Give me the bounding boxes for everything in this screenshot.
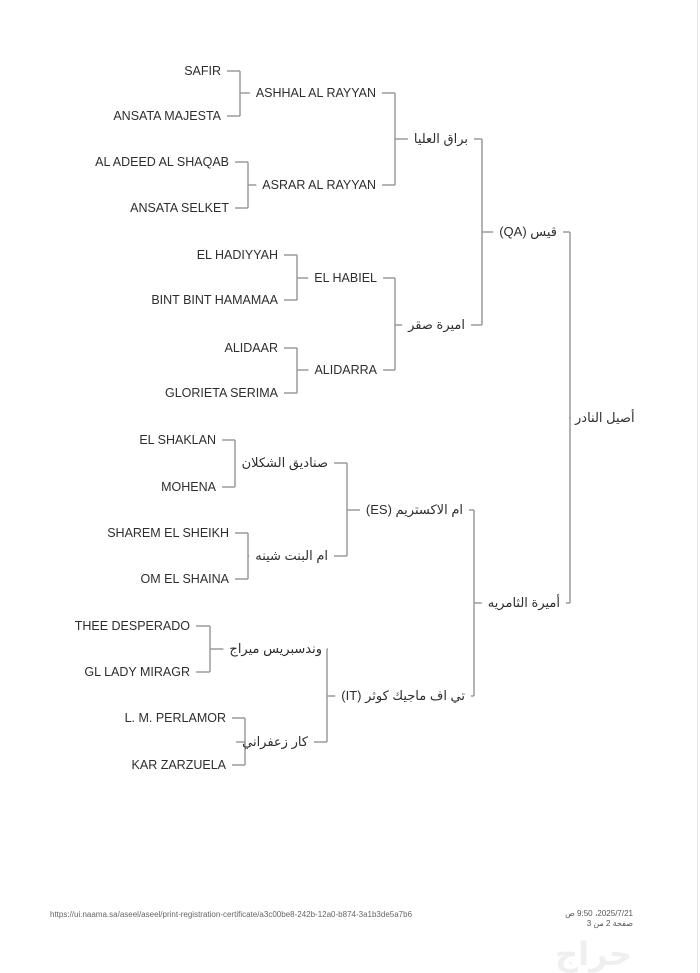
horse-name-gen4-9: MOHENA: [161, 480, 216, 494]
horse-name-gen4-1: ANSATA MAJESTA: [113, 109, 221, 123]
horse-name-gen4-15: KAR ZARZUELA: [131, 758, 226, 772]
horse-name-gen3-3: ALIDARRA: [314, 363, 377, 377]
horse-name-gen4-14: L. M. PERLAMOR: [124, 711, 226, 725]
horse-name-gen2-3: تي اف ماجيك كوثر (IT): [341, 688, 465, 703]
horse-name-gen3-5: ام البنت شينه: [255, 548, 328, 563]
horse-name-gen3-7: كار زعفراني: [242, 734, 308, 749]
horse-name-gen4-3: ANSATA SELKET: [130, 201, 229, 215]
horse-name-gen4-10: SHAREM EL SHEIKH: [107, 526, 229, 540]
horse-name-gen3-6: وندسبريس ميراج: [229, 641, 322, 656]
horse-name-gen4-0: SAFIR: [184, 64, 221, 78]
pedigree-connectors: [196, 70, 571, 766]
horse-name-gen4-6: ALIDAAR: [224, 341, 279, 355]
print-datetime: 2025/7/21، 9:50 ص: [565, 909, 633, 918]
haraj-watermark-logo: حراج: [555, 936, 632, 972]
horse-name-gen4-4: EL HADIYYAH: [196, 248, 278, 262]
horse-name-gen3-1: ASRAR AL RAYYAN: [262, 178, 376, 192]
page-edge: [697, 0, 698, 973]
horse-name-gen4-12: THEE DESPERADO: [74, 619, 190, 633]
horse-name-gen0-0: أصيل النادر: [575, 410, 635, 425]
horse-name-gen3-4: صناديق الشكلان: [241, 455, 328, 470]
pedigree-tree: أصيل النادر قيس (QA) أميرة الثامريه براق ال…: [74, 64, 635, 772]
horse-name-gen3-2: EL HABIEL: [314, 271, 377, 285]
horse-name-gen2-1: اميرة صقر: [408, 317, 465, 332]
horse-name-gen2-2: ام الاكستريم (ES): [365, 502, 463, 517]
horse-name-gen2-0: براق العليا: [413, 131, 468, 146]
horse-name-gen4-11: OM EL SHAINA: [140, 572, 229, 586]
print-info: 2025/7/21، 9:50 ص صفحة 2 من 3: [565, 909, 633, 929]
page-number: صفحة 2 من 3: [586, 919, 633, 928]
horse-name-gen4-2: AL ADEED AL SHAQAB: [95, 155, 229, 169]
horse-name-gen3-0: ASHHAL AL RAYYAN: [255, 86, 376, 100]
horse-name-gen4-7: GLORIETA SERIMA: [165, 386, 278, 400]
horse-name-gen1-1: أميرة الثامريه: [487, 595, 560, 610]
horse-name-gen1-0: قيس (QA): [499, 224, 557, 239]
horse-name-gen4-8: EL SHAKLAN: [139, 433, 216, 447]
horse-name-gen4-13: GL LADY MIRAGR: [84, 665, 190, 679]
page-url: https://ui.naama.sa/aseel/aseel/print-re…: [50, 910, 413, 919]
horse-name-gen4-5: BINT BINT HAMAMAA: [151, 293, 278, 307]
